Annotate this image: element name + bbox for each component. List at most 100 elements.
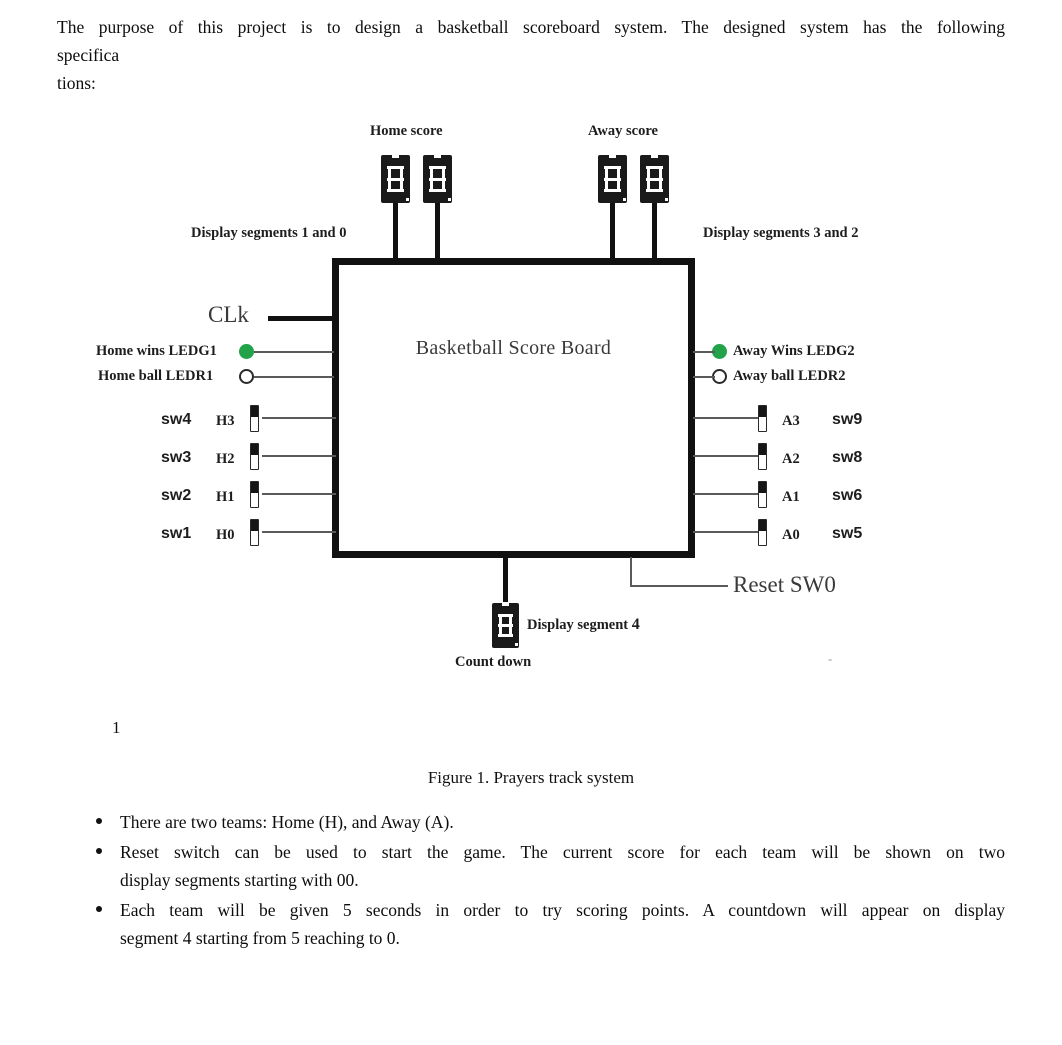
count-down-label: Count down xyxy=(455,654,532,670)
home-toggle-switch-0[interactable] xyxy=(250,405,259,432)
home-switch-line-1 xyxy=(262,455,336,457)
segment-gap-middle xyxy=(429,177,446,181)
home-switch-line-0 xyxy=(262,417,336,419)
segment-gap-bottom xyxy=(604,189,621,192)
clk-label: CLk xyxy=(208,302,249,327)
away-switch-line-3 xyxy=(693,531,761,533)
reset-label: Reset SW0 xyxy=(733,572,836,597)
page-number: 1 xyxy=(112,718,121,737)
away-ball-line xyxy=(693,376,715,378)
wire-away-tens xyxy=(610,203,615,263)
intro-line-2: specifica xyxy=(57,45,120,65)
segment-gap-right xyxy=(659,167,662,191)
home-pin-label-2: H1 xyxy=(216,489,235,505)
home-toggle-switch-3[interactable] xyxy=(250,519,259,546)
away-switch-line-0 xyxy=(693,417,761,419)
home-wins-label: Home wins LEDG1 xyxy=(96,343,217,359)
bullet-line: There are two teams: Home (H), and Away … xyxy=(120,812,454,832)
segment-decimal-dot xyxy=(448,198,451,201)
basketball-score-board-block xyxy=(332,258,695,558)
segment-gap-middle xyxy=(498,624,513,627)
away-pin-label-1: A2 xyxy=(782,451,800,467)
clk-wire xyxy=(268,316,336,321)
display-segments-left-label: Display segments 1 and 0 xyxy=(191,225,347,241)
away-toggle-switch-1[interactable] xyxy=(758,443,767,470)
segment-inner xyxy=(496,608,515,643)
bullet-marker-icon xyxy=(96,818,102,824)
home-pin-label-1: H2 xyxy=(216,451,235,467)
reset-line-horizontal xyxy=(630,585,728,587)
home-toggle-switch-1[interactable] xyxy=(250,443,259,470)
segment-gap-left xyxy=(647,167,650,191)
home-pin-label-0: H3 xyxy=(216,413,235,429)
home-score-label: Home score xyxy=(370,123,443,139)
segment-gap-top xyxy=(646,166,663,169)
wire-home-tens xyxy=(393,203,398,263)
figure-diagram: Home score Away score xyxy=(0,105,1062,695)
segment-decimal-dot xyxy=(623,198,626,201)
away-switch-label-2: sw6 xyxy=(832,487,863,504)
segment-nub xyxy=(434,154,441,158)
segment-gap-top xyxy=(604,166,621,169)
intro-line-3: tions: xyxy=(57,73,96,93)
segment-nub xyxy=(502,602,509,606)
away-toggle-switch-3[interactable] xyxy=(758,519,767,546)
segment-gap-bottom xyxy=(387,189,404,192)
segment-gap-bottom xyxy=(429,189,446,192)
away-switch-label-0: sw9 xyxy=(832,411,863,428)
home-switch-label-2: sw2 xyxy=(161,487,192,504)
home-switch-line-3 xyxy=(262,531,336,533)
segment-nub xyxy=(651,154,658,158)
segment-gap-middle xyxy=(387,177,404,181)
intro-line-1: The purpose of this project is to design… xyxy=(57,17,1005,37)
away-wins-label: Away Wins LEDG2 xyxy=(733,343,855,359)
home-wins-led-green xyxy=(239,344,254,359)
segment-gap-left xyxy=(499,615,502,636)
home-pin-label-3: H0 xyxy=(216,527,235,543)
seven-segment-display-away-tens xyxy=(598,154,627,203)
home-ball-label: Home ball LEDR1 xyxy=(98,368,214,384)
away-switch-label-1: sw8 xyxy=(832,449,863,466)
list-item: Reset switch can be used to start the ga… xyxy=(57,838,1005,894)
away-switch-label-3: sw5 xyxy=(832,525,863,542)
bullet-line: Each team will be given 5 seconds in ord… xyxy=(120,900,1005,920)
segment-gap-top xyxy=(387,166,404,169)
away-pin-label-3: A0 xyxy=(782,527,800,543)
away-wins-line xyxy=(693,351,715,353)
segment-gap-bottom xyxy=(498,634,513,637)
home-ball-led-red xyxy=(239,369,254,384)
home-switch-label-3: sw1 xyxy=(161,525,192,542)
wire-home-ones xyxy=(435,203,440,263)
bullet-line: Reset switch can be used to start the ga… xyxy=(120,842,1005,862)
segment-gap-top xyxy=(498,614,513,617)
intro-paragraph: The purpose of this project is to design… xyxy=(57,13,1005,97)
away-toggle-switch-0[interactable] xyxy=(758,405,767,432)
reset-line-vertical xyxy=(630,557,632,587)
segment-gap-right xyxy=(509,615,512,636)
bullet-marker-icon xyxy=(96,906,102,912)
display-segment-bottom-number: 4 xyxy=(631,616,640,633)
segment-inner xyxy=(385,160,406,198)
away-pin-label-0: A3 xyxy=(782,413,800,429)
wire-away-ones xyxy=(652,203,657,263)
segment-gap-right xyxy=(617,167,620,191)
block-title: Basketball Score Board xyxy=(415,337,612,359)
segment-decimal-dot xyxy=(515,643,518,646)
away-wins-led-green xyxy=(712,344,727,359)
bullet-marker-icon xyxy=(96,848,102,854)
display-segment-bottom-label: Display segment 4 xyxy=(527,616,640,634)
segment-gap-left xyxy=(388,167,391,191)
stray-mark: - xyxy=(828,651,833,666)
segment-inner xyxy=(644,160,665,198)
away-ball-label: Away ball LEDR2 xyxy=(733,368,846,384)
display-segment-bottom-text: Display segment xyxy=(527,617,629,633)
away-toggle-switch-2[interactable] xyxy=(758,481,767,508)
segment-decimal-dot xyxy=(665,198,668,201)
home-toggle-switch-2[interactable] xyxy=(250,481,259,508)
home-ball-line xyxy=(254,376,334,378)
specifications-list: There are two teams: Home (H), and Away … xyxy=(57,808,1005,954)
home-switch-label-1: sw3 xyxy=(161,449,192,466)
list-item: Each team will be given 5 seconds in ord… xyxy=(57,896,1005,952)
home-wins-line xyxy=(254,351,334,353)
away-switch-line-2 xyxy=(693,493,761,495)
